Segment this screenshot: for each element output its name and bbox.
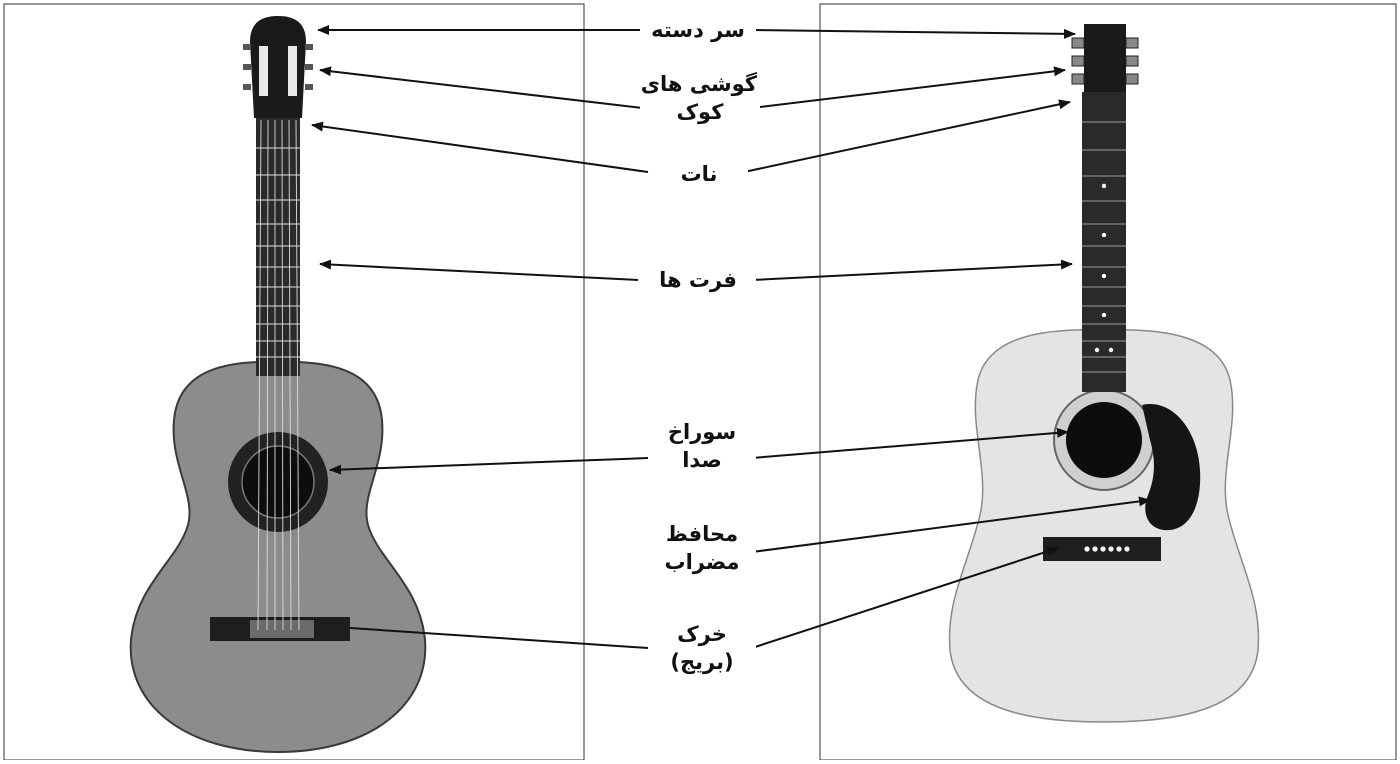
bridge-pin xyxy=(1124,546,1129,551)
label-soundhole-line1: سوراخ xyxy=(651,418,753,446)
classical-headstock xyxy=(250,16,306,118)
fret-inlay-dot xyxy=(1102,184,1106,188)
classical-guitar xyxy=(131,16,426,752)
label-tuners-line2: کوک xyxy=(643,98,757,126)
label-headstock: سر دسته xyxy=(640,16,756,44)
label-pickguard-line2: مضراب xyxy=(651,548,753,576)
label-bridge-line1: خرک xyxy=(651,620,753,648)
acoustic-neck xyxy=(1082,92,1126,392)
bridge-pin xyxy=(1084,546,1089,551)
label-pickguard-line1: محافظ xyxy=(651,520,753,548)
label-frets-text: فرت ها xyxy=(643,266,753,294)
label-bridge-line2: (بریج) xyxy=(651,648,753,676)
bridge-pin xyxy=(1100,546,1105,551)
bridge-pin xyxy=(1116,546,1121,551)
label-soundhole-line2: صدا xyxy=(651,446,753,474)
arrow-tuners-left xyxy=(320,70,642,108)
arrow-nut-right xyxy=(744,102,1070,172)
label-nut: نات xyxy=(650,160,748,188)
label-nut-text: نات xyxy=(653,160,745,188)
arrow-frets-left xyxy=(320,264,638,280)
label-tuners-line1: گوشی های xyxy=(643,70,757,98)
fret-inlay-dot xyxy=(1109,348,1113,352)
label-tuners: گوشی های کوک xyxy=(640,70,760,126)
label-bridge: خرک (بریج) xyxy=(648,620,756,676)
arrow-headstock-right xyxy=(748,30,1075,34)
arrow-tuners-right xyxy=(752,70,1065,108)
fret-inlay-dot xyxy=(1102,274,1106,278)
fret-inlay-dot xyxy=(1102,233,1106,237)
classical-neck xyxy=(256,118,300,376)
fret-inlay-dot xyxy=(1102,313,1106,317)
label-headstock-text: سر دسته xyxy=(643,16,753,44)
bridge-pin xyxy=(1092,546,1097,551)
fret-inlay-dot xyxy=(1095,348,1099,352)
label-soundhole: سوراخ صدا xyxy=(648,418,756,474)
label-pickguard: محافظ مضراب xyxy=(648,520,756,576)
bridge-pin xyxy=(1108,546,1113,551)
acoustic-headstock xyxy=(1084,24,1126,92)
arrow-nut-left xyxy=(312,125,648,172)
label-frets: فرت ها xyxy=(640,266,756,294)
classical-guitar-body xyxy=(131,362,426,752)
acoustic-guitar xyxy=(950,24,1259,722)
arrow-frets-right xyxy=(752,264,1072,280)
